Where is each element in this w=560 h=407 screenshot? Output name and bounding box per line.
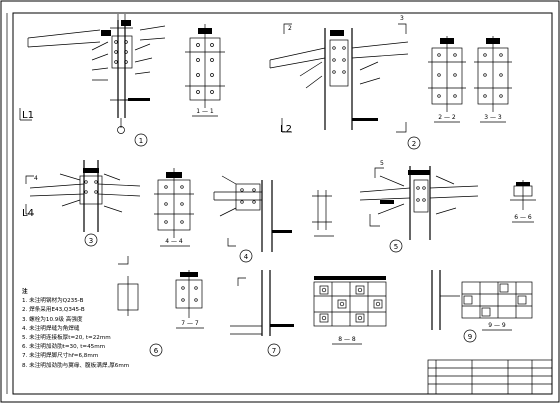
- section-2-2-label: 2 — 2: [438, 114, 456, 121]
- section-4-4-label: 4 — 4: [165, 238, 183, 245]
- detail-7-marker: [267, 343, 281, 357]
- note-item-5: 5. 未注明连接板厚t=20, t=22mm: [22, 335, 111, 342]
- detail-4: 4: [213, 175, 292, 263]
- note-item-7: 7. 未注明焊脚尺寸hf=6,8mm: [22, 353, 99, 360]
- note-item-1: 1. 未注明钢材为Q235-B: [22, 298, 84, 305]
- detail-7-number: 7: [272, 347, 276, 355]
- section-6-6: 6 — 6: [510, 180, 536, 223]
- title-block: [427, 359, 553, 395]
- detail-9-marker: [463, 329, 477, 343]
- side-label-l1: L1: [22, 110, 34, 121]
- section-8-8-label: 8 — 8: [338, 336, 356, 343]
- cut-mark-5: 5: [380, 160, 384, 167]
- section-3-3: 3 — 3: [474, 36, 512, 123]
- detail-4-marker: [239, 249, 253, 263]
- note-item-2: 2. 焊条采用E43,Q345-B: [22, 307, 85, 314]
- detail-9-number: 9: [468, 333, 472, 341]
- notes-heading: 注: [22, 289, 28, 295]
- section-1-1: 1 — 1: [185, 24, 225, 117]
- detail-3-marker: [84, 233, 98, 247]
- note-item-4: 4. 未注明焊缝为角焊缝: [22, 325, 80, 332]
- general-notes: 注 1. 未注明钢材为Q235-B 2. 焊条采用E43,Q345-B 3. 螺…: [22, 288, 152, 371]
- detail-5-marker: [389, 239, 403, 253]
- cut-mark-4: 4: [34, 175, 38, 182]
- detail-7: 7: [230, 270, 294, 357]
- section-small-4: [312, 190, 334, 237]
- note-item-8: 8. 未注明加劲肋与翼缘、腹板满焊,厚6mm: [22, 362, 130, 369]
- detail-3: 4 L4 3: [22, 160, 141, 247]
- side-label-l4: L4: [22, 208, 34, 219]
- note-item-6: 6. 未注明加劲肋t=30, t=45mm: [22, 344, 106, 351]
- cut-mark-3: 3: [400, 15, 404, 22]
- note-item-3: 3. 螺栓为10.9级 高强度: [22, 316, 83, 323]
- detail-5: 5 5: [359, 160, 479, 253]
- detail-2: 2 3 L2 2: [269, 15, 421, 150]
- detail-3-number: 3: [89, 237, 93, 245]
- detail-5-number: 5: [394, 243, 398, 251]
- cut-mark-2: 2: [288, 25, 292, 32]
- detail-6-number: 6: [154, 347, 159, 355]
- section-3-3-label: 3 — 3: [484, 114, 502, 121]
- detail-6-marker: [149, 343, 163, 357]
- section-7-7-label: 7 — 7: [181, 320, 199, 327]
- section-2-2: 2 — 2: [428, 36, 466, 123]
- inner-frame: [12, 12, 553, 395]
- detail-4-number: 4: [244, 253, 249, 261]
- detail-1-number: 1: [139, 137, 143, 145]
- detail-1-marker: [134, 133, 148, 147]
- section-8-8: 8 — 8: [313, 276, 387, 345]
- section-9-9-label: 9 — 9: [488, 322, 506, 329]
- detail-9: 9 — 9 9: [431, 270, 533, 343]
- side-label-l2: L2: [280, 124, 292, 135]
- detail-6: 7 — 7 6: [117, 256, 204, 357]
- section-1-1-label: 1 — 1: [196, 108, 214, 115]
- section-4-4: 4 — 4: [154, 168, 194, 247]
- detail-1: 1 L1: [19, 14, 166, 147]
- detail-2-marker: [407, 136, 421, 150]
- detail-2-number: 2: [412, 140, 416, 148]
- section-6-6-label: 6 — 6: [514, 214, 532, 221]
